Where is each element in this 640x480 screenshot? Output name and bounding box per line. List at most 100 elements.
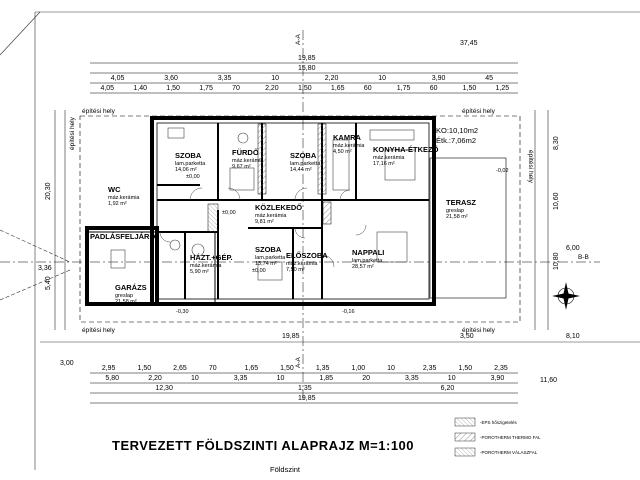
dim-dims-top_rows-3-0: 4,05 <box>100 85 114 92</box>
room-name-5: WC <box>108 185 121 194</box>
dim-dims-bottom_rows-0-5: 1,50 <box>280 365 294 372</box>
dim-dims-bottom_rows-2-2: 6,20 <box>441 385 455 392</box>
level-mark-4: -0,30 <box>176 309 189 315</box>
room-floor-6: máz.kerámia <box>255 213 287 219</box>
dim-mid-5: 3,36 <box>38 265 52 272</box>
dim-dims-bottom_rows-0-1: 1,50 <box>138 365 152 372</box>
dim-dims-bottom_rows-1-5: 1,85 <box>319 375 333 382</box>
dim-dims-top_rows-3-5: 2,20 <box>265 85 279 92</box>
dim-dims-bottom_rows-0-7: 1,00 <box>352 365 366 372</box>
room-area-5: 1,92 m² <box>108 201 127 207</box>
level-mark-1: ±0,00 <box>222 210 236 216</box>
dim-dims-top_rows-2-1: 3,60 <box>164 75 178 82</box>
dim-dims-top_rows-2-4: 2,20 <box>325 75 339 82</box>
room-area-6: 9,81 m² <box>255 219 274 225</box>
dim-dims-top_rows-3-12: 1,25 <box>496 85 510 92</box>
dim-dims-bottom_rows-1-7: 3,35 <box>405 375 419 382</box>
terrace-area <box>429 157 507 299</box>
dim-dims-top_rows-3-2: 1,50 <box>166 85 180 92</box>
dim-dims-bottom_rows-0-0: 2,95 <box>102 365 116 372</box>
dim-dims-top_rows-2-3: 10 <box>271 75 279 82</box>
dim-dims-bottom_rows-1-2: 10 <box>191 375 199 382</box>
wall-hatching <box>207 123 332 233</box>
dimension-lines <box>54 62 549 404</box>
room-area-13: 21,58 m² <box>115 299 137 305</box>
legend-item-1: -POROTHERM THERMO FAL <box>480 435 541 440</box>
room-floor-0: lam.parketta <box>175 161 206 167</box>
room-name-3: KAMRA <box>333 133 361 142</box>
section-mark-bb: B-B <box>578 254 589 261</box>
legend: -EPS hőszigetelés -POROTHERM THERMO FAL … <box>454 417 541 457</box>
drawing-title: TERVEZETT FÖLDSZINTI ALAPRAJZ M=1:100 <box>112 438 414 453</box>
dim-dims-bottom_rows-1-3: 3,35 <box>234 375 248 382</box>
dim-dims-top_rows-2-0: 4,05 <box>111 75 125 82</box>
plot-boundary <box>0 11 640 470</box>
dim-dims-bottom_rows-0-10: 1,50 <box>459 365 473 372</box>
room-floor-3: máz.kerámia <box>333 143 365 149</box>
ko-ratio: KO:10,10m2 <box>436 126 478 135</box>
fixtures <box>110 127 416 281</box>
room-name-10: SZOBA <box>255 245 282 254</box>
room-area-4: 17,16 m² <box>373 161 395 167</box>
room-name-9: HÁZT.+GÉP. <box>190 253 233 262</box>
legend-item-2: -POROTHERM VÁLASZFAL <box>480 449 538 455</box>
dim-top-right: 37,45 <box>460 40 478 47</box>
room-area-10: 13,74 m² <box>255 261 277 267</box>
dim-mid-3: 3,50 <box>460 333 474 340</box>
room-floor-10: lam.parketta <box>255 255 286 261</box>
zone-label-right: építési hely <box>527 150 534 184</box>
room-floor-13: greslap <box>115 293 133 299</box>
north-arrow-icon <box>552 282 580 310</box>
dim-dims-bottom_rows-0-8: 10 <box>387 365 395 372</box>
dim-dims-bottom_rows-1-6: 20 <box>362 375 370 382</box>
dim-side-right-0: 8,30 <box>553 136 560 150</box>
legend-item-0: -EPS hőszigetelés <box>480 420 518 425</box>
room-area-7: 21,58 m² <box>446 214 468 220</box>
room-name-11: ELŐSZOBA <box>286 251 328 260</box>
room-name-12: NAPPALI <box>352 248 384 257</box>
drawing-caption: Földszint <box>270 465 301 474</box>
dim-dims-top_rows-3-8: 60 <box>364 85 372 92</box>
dimension-texts: 19,85 15,80 4,05 3,60 3,35 10 2,20 10 3,90 45 4,05… <box>38 40 580 402</box>
section-axes <box>0 30 600 400</box>
room-name-6: KÖZLEKEDŐ <box>255 203 302 212</box>
dim-side-left-0: 20,30 <box>45 182 52 200</box>
room-area-0: 14,06 m² <box>175 167 197 173</box>
dim-mid-2: 8,10 <box>566 333 580 340</box>
dim-dims-bottom_rows-3-0: 19,85 <box>298 395 316 402</box>
dim-dims-top_rows-2-5: 10 <box>378 75 386 82</box>
level-mark-2: ±0,00 <box>252 268 266 274</box>
room-name-0: SZOBA <box>175 151 202 160</box>
dim-dims-top_rows-3-6: 1,50 <box>298 85 312 92</box>
dim-mid-4: 3,00 <box>60 360 74 367</box>
zone-label-bottom-right: építési hely <box>462 327 496 334</box>
dim-dims-top_rows-2-6: 3,90 <box>432 75 446 82</box>
dim-dims-top_rows-2-2: 3,35 <box>218 75 232 82</box>
zone-label-left: építési hely <box>69 116 76 150</box>
room-area-3: 4,50 m² <box>333 149 352 155</box>
dim-dims-top_rows-3-10: 60 <box>430 85 438 92</box>
level-mark-5: -0,16 <box>342 309 355 315</box>
dim-dims-bottom_rows-0-9: 2,35 <box>423 365 437 372</box>
room-floor-11: máz.kerámia <box>286 261 318 267</box>
dim-dims-bottom_rows-0-2: 2,65 <box>173 365 187 372</box>
dim-dims-top_rows-1-0: 15,80 <box>298 65 316 72</box>
room-area-9: 5,90 m² <box>190 269 209 275</box>
dim-dims-top_rows-2-7: 45 <box>485 75 493 82</box>
dim-dims-bottom_rows-1-1: 2,20 <box>148 375 162 382</box>
level-mark-0: ±0,00 <box>186 174 200 180</box>
room-area-1: 9,67 m² <box>232 164 251 170</box>
section-mark-aa-top: A-A <box>295 34 302 46</box>
room-name-13: GARÁZS <box>115 283 147 292</box>
room-area-2: 14,44 m² <box>290 167 312 173</box>
level-labels: ±0,00±0,00±0,00-0,02-0,30-0,16 <box>176 168 509 315</box>
room-floor-5: máz.kerámia <box>108 195 140 201</box>
room-name-4: KONYHA-ÉTKEZŐ <box>373 145 439 154</box>
etk-ratio: Étk.:7,06m2 <box>436 136 476 145</box>
room-name-7: TERASZ <box>446 198 476 207</box>
dim-dims-top_rows-3-4: 70 <box>232 85 240 92</box>
room-floor-9: máz.kerámia <box>190 263 222 269</box>
dim-side-right-1: 10,60 <box>553 192 560 210</box>
